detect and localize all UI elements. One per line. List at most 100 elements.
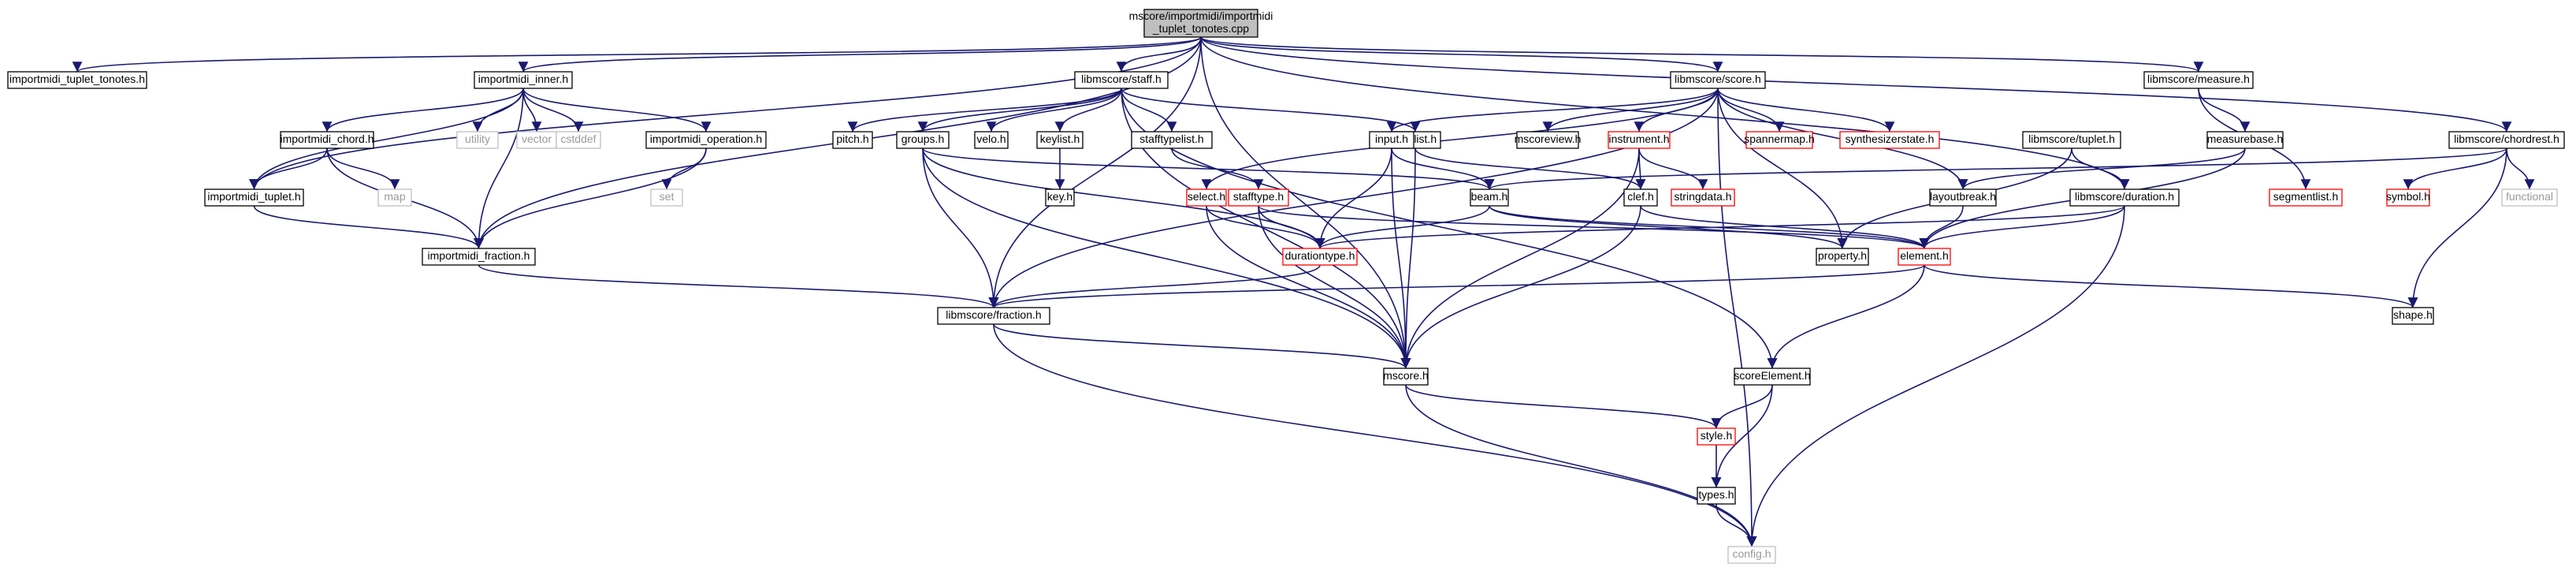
node-box-functional <box>2501 188 2558 207</box>
node-segmentlist[interactable]: segmentlist.h <box>2269 188 2343 207</box>
node-lib_duration[interactable]: libmscore/duration.h <box>2069 188 2180 207</box>
node-measurebase[interactable]: measurebase.h <box>2206 131 2284 149</box>
node-label-lib_fraction: libmscore/fraction.h <box>946 308 1041 321</box>
node-box-set <box>650 188 683 207</box>
edge-operation-to-fraction_mid <box>474 147 707 249</box>
node-clef[interactable]: clef.h <box>1623 188 1658 207</box>
edge-inner-to-operation <box>522 88 712 132</box>
edge-scoreelement-to-style <box>1711 384 1773 429</box>
node-set: set <box>650 188 683 207</box>
node-box-measurebase <box>2206 131 2284 149</box>
node-lib_fraction[interactable]: libmscore/fraction.h <box>937 307 1050 325</box>
node-select[interactable]: select.h <box>1186 188 1227 207</box>
node-velo[interactable]: velo.h <box>974 131 1009 149</box>
node-types[interactable]: types.h <box>1697 487 1736 505</box>
node-beam[interactable]: beam.h <box>1470 188 1509 207</box>
edge-clefflist-to-clef <box>1414 147 1646 190</box>
edge-staff-to-pitch <box>847 88 1122 132</box>
node-box-shape <box>2392 307 2434 325</box>
node-symbol[interactable]: symbol.h <box>2386 188 2430 207</box>
node-lib_tuplet[interactable]: libmscore/tuplet.h <box>2022 131 2121 149</box>
node-label-style: style.h <box>1701 429 1732 442</box>
node-property[interactable]: property.h <box>1816 248 1869 266</box>
node-inner[interactable]: importmidi_inner.h <box>474 71 573 89</box>
node-box-instrument <box>1608 131 1671 149</box>
edge-tuplet-to-fraction_mid <box>253 205 484 249</box>
node-label-operation: importmidi_operation.h <box>650 132 762 145</box>
node-tuplet[interactable]: importmidi_tuplet.h <box>204 188 304 207</box>
node-label-spannermap: spannermap.h <box>1744 132 1815 145</box>
edge-scoreelement-to-types <box>1711 384 1773 488</box>
node-box-scoreelement <box>1734 368 1811 386</box>
node-label-functional: functional <box>2506 190 2553 203</box>
edge-root-to-staff <box>1116 36 1202 73</box>
node-spannermap[interactable]: spannermap.h <box>1744 131 1815 149</box>
node-mscore[interactable]: mscore.h <box>1383 368 1429 386</box>
node-label-mscoreview: mscoreview.h <box>1515 132 1582 145</box>
node-utility: utility <box>456 131 499 149</box>
node-label-set: set <box>660 190 675 203</box>
node-label-utility: utility <box>465 132 490 145</box>
node-chordrest[interactable]: libmscore/chordrest.h <box>2448 131 2565 149</box>
node-box-mscoreview <box>1516 131 1579 149</box>
edge-stafftype-to-mscore <box>1258 205 1411 369</box>
node-keylist[interactable]: keylist.h <box>1036 131 1084 149</box>
node-box-lib_duration <box>2069 188 2180 207</box>
node-box-style <box>1697 427 1736 446</box>
node-scoreelement[interactable]: scoreElement.h <box>1734 368 1811 386</box>
edge-clef-to-mscore <box>1400 205 1641 369</box>
node-box-score <box>1670 71 1766 89</box>
node-box-types <box>1697 487 1736 505</box>
edge-inner-to-chord <box>322 88 524 132</box>
node-box-synthstate <box>1839 131 1940 149</box>
node-box-stafftypelist <box>1131 131 1213 149</box>
node-box-spannermap <box>1745 131 1813 149</box>
node-fraction_mid[interactable]: importmidi_fraction.h <box>422 248 536 266</box>
edge-staff-to-mscore <box>1121 88 1411 369</box>
edge-groups-to-mscore <box>922 147 1411 369</box>
node-stringdata[interactable]: stringdata.h <box>1671 188 1735 207</box>
node-stafftype[interactable]: stafftype.h <box>1228 188 1289 207</box>
node-box-layoutbreak <box>1929 188 1997 207</box>
node-stafftypelist[interactable]: stafftypelist.h <box>1131 131 1213 149</box>
node-chord[interactable]: importmidi_chord.h <box>280 131 374 149</box>
node-staff[interactable]: libmscore/staff.h <box>1074 71 1169 89</box>
node-instrument[interactable]: instrument.h <box>1608 131 1671 149</box>
node-label-key: key.h <box>1047 190 1072 203</box>
node-style[interactable]: style.h <box>1697 427 1736 446</box>
node-label-staff: libmscore/staff.h <box>1081 73 1162 85</box>
node-label-mscore: mscore.h <box>1383 369 1429 382</box>
node-box-fraction_mid <box>422 248 536 266</box>
node-shape[interactable]: shape.h <box>2392 307 2434 325</box>
node-label-root-0: mscore/importmidi/importmidi <box>1129 9 1273 22</box>
edge-measure-to-measurebase <box>2198 88 2251 132</box>
edge-staff-to-velo <box>986 88 1122 132</box>
node-label-stringdata: stringdata.h <box>1674 190 1731 203</box>
node-box-beam <box>1470 188 1509 207</box>
edge-staff-to-clefflist <box>1121 88 1421 132</box>
node-input[interactable]: input.h <box>1369 131 1414 149</box>
node-key[interactable]: key.h <box>1045 188 1075 207</box>
node-label-stafftypelist: stafftypelist.h <box>1139 132 1203 145</box>
node-durationtype[interactable]: durationtype.h <box>1282 248 1358 266</box>
node-measure[interactable]: libmscore/measure.h <box>2143 71 2254 89</box>
node-label-groups: groups.h <box>901 132 944 145</box>
node-mscoreview[interactable]: mscoreview.h <box>1515 131 1582 149</box>
node-tuplet_tonotes[interactable]: importmidi_tuplet_tonotes.h <box>7 71 147 89</box>
edge-inner-to-vector <box>522 88 542 132</box>
node-pitch[interactable]: pitch.h <box>832 131 873 149</box>
node-score[interactable]: libmscore/score.h <box>1670 71 1766 89</box>
node-groups[interactable]: groups.h <box>896 131 950 149</box>
node-label-vector: vector <box>522 132 552 145</box>
edge-chordrest-to-functional <box>2506 147 2535 190</box>
node-label-clef: clef.h <box>1627 190 1653 203</box>
node-layoutbreak[interactable]: layoutbreak.h <box>1929 188 1997 207</box>
node-label-tuplet: importmidi_tuplet.h <box>207 190 300 203</box>
node-box-clef <box>1623 188 1658 207</box>
node-element[interactable]: element.h <box>1898 248 1951 266</box>
node-label-durationtype: durationtype.h <box>1285 249 1355 262</box>
node-synthstate[interactable]: synthesizerstate.h <box>1839 131 1940 149</box>
node-label-root-1: _tuplet_tonotes.cpp <box>1152 22 1249 35</box>
node-operation[interactable]: importmidi_operation.h <box>645 131 767 149</box>
node-label-lib_tuplet: libmscore/tuplet.h <box>2028 132 2115 145</box>
